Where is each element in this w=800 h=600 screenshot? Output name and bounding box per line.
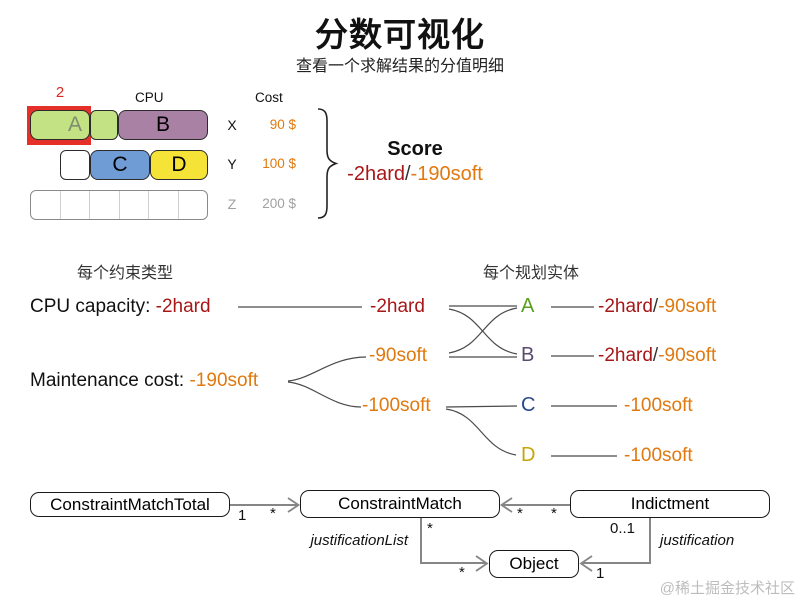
- entity-a-score-sep: /: [652, 296, 659, 317]
- line-maint-to-100soft: [287, 381, 362, 408]
- uml-class-object: Object: [489, 550, 579, 578]
- machine-x-label: X: [227, 117, 237, 133]
- uml-arrowhead-into-object-right: [579, 555, 593, 572]
- cardinality-obj-left-many: *: [459, 564, 465, 581]
- cardinality-cm-many: *: [517, 505, 523, 522]
- page-subtitle: 查看一个求解结果的分值明细: [295, 58, 504, 75]
- machine-z-cost: 200 $: [262, 196, 296, 211]
- process-block-a-extra: [90, 110, 118, 140]
- constraint-maintenance-value: -190soft: [189, 370, 259, 391]
- cpu-column-header: CPU: [135, 90, 164, 105]
- entity-a-score-soft: -90soft: [658, 296, 717, 317]
- score-heading: Score: [387, 138, 443, 160]
- constraint-cpu-value: -2hard: [155, 296, 211, 317]
- page-title: 分数可视化: [315, 16, 485, 53]
- entity-b-label: B: [521, 344, 535, 366]
- match-value-100soft: -100soft: [362, 395, 431, 416]
- machine-z-label: Z: [227, 196, 237, 212]
- role-justification: justification: [660, 532, 735, 549]
- entity-d-score: -100soft: [624, 445, 693, 466]
- entity-c-score: -100soft: [624, 395, 693, 416]
- constraint-row-maintenance: Maintenance cost: -190soft: [30, 370, 258, 392]
- entity-b-score-hard: -2hard: [598, 345, 653, 366]
- score-separator: /: [404, 163, 411, 185]
- entity-b-score-sep: /: [652, 345, 659, 366]
- uml-class-indictment: Indictment: [570, 490, 770, 518]
- uml-class-constraint-match: ConstraintMatch: [300, 490, 500, 518]
- match-value-2hard: -2hard: [370, 296, 425, 317]
- empty-machine-grid: [30, 190, 208, 220]
- line-2hard-to-B: [448, 308, 518, 355]
- process-block-d: D: [150, 150, 208, 180]
- score-value: -2hard/-190soft: [335, 163, 495, 186]
- entity-c-label: C: [521, 394, 536, 416]
- uml-arrowhead-into-object-left: [475, 555, 489, 572]
- cardinality-cmt-many: *: [270, 505, 276, 522]
- overload-count-label: 2: [55, 84, 65, 101]
- entity-a-score-hard: -2hard: [598, 296, 653, 317]
- process-block-a: A: [30, 110, 90, 140]
- constraint-row-cpu: CPU capacity: -2hard: [30, 296, 211, 318]
- watermark: @稀土掘金技术社区: [659, 580, 795, 597]
- score-hard-part: -2hard: [347, 163, 405, 185]
- process-block-c: C: [90, 150, 150, 180]
- entity-a-label: A: [521, 295, 535, 317]
- entity-d-label: D: [521, 444, 536, 466]
- cardinality-ind-many: *: [551, 505, 557, 522]
- cardinality-cmt-one: 1: [238, 507, 247, 524]
- score-soft-part: -190soft: [410, 163, 483, 185]
- entity-b-score: -2hard/-90soft: [598, 345, 716, 367]
- machine-y-label: Y: [227, 156, 237, 172]
- line-maint-to-90soft: [287, 356, 367, 382]
- per-entity-header: 每个规划实体: [483, 265, 580, 282]
- line-100soft-to-D: [445, 408, 517, 456]
- uml-class-constraint-match-total: ConstraintMatchTotal: [30, 492, 230, 517]
- entity-b-score-soft: -90soft: [658, 345, 717, 366]
- entity-a-score: -2hard/-90soft: [598, 296, 716, 318]
- per-constraint-header: 每个约束类型: [77, 265, 174, 282]
- role-justification-list: justificationList: [310, 532, 408, 549]
- cost-brace: [317, 108, 339, 219]
- machine-y-cost: 100 $: [262, 156, 296, 171]
- match-value-90soft: -90soft: [369, 345, 428, 366]
- constraint-cpu-label: CPU capacity:: [30, 296, 156, 317]
- constraint-maintenance-label: Maintenance cost:: [30, 370, 190, 391]
- machine-x-cost: 90 $: [269, 117, 296, 132]
- line-90soft-to-A: [448, 307, 518, 354]
- cardinality-ind-obj-zeroone: 0..1: [610, 520, 636, 537]
- line-100soft-to-C: [445, 405, 518, 408]
- cardinality-cm-obj-many: *: [427, 520, 433, 537]
- cardinality-obj-right-one: 1: [596, 565, 605, 582]
- empty-slot: [60, 150, 90, 180]
- process-block-b: B: [118, 110, 208, 140]
- cost-column-header: Cost: [255, 90, 283, 105]
- uml-arrowhead-into-cm-right: [499, 497, 513, 513]
- uml-arrowhead-into-cm-left: [287, 497, 301, 513]
